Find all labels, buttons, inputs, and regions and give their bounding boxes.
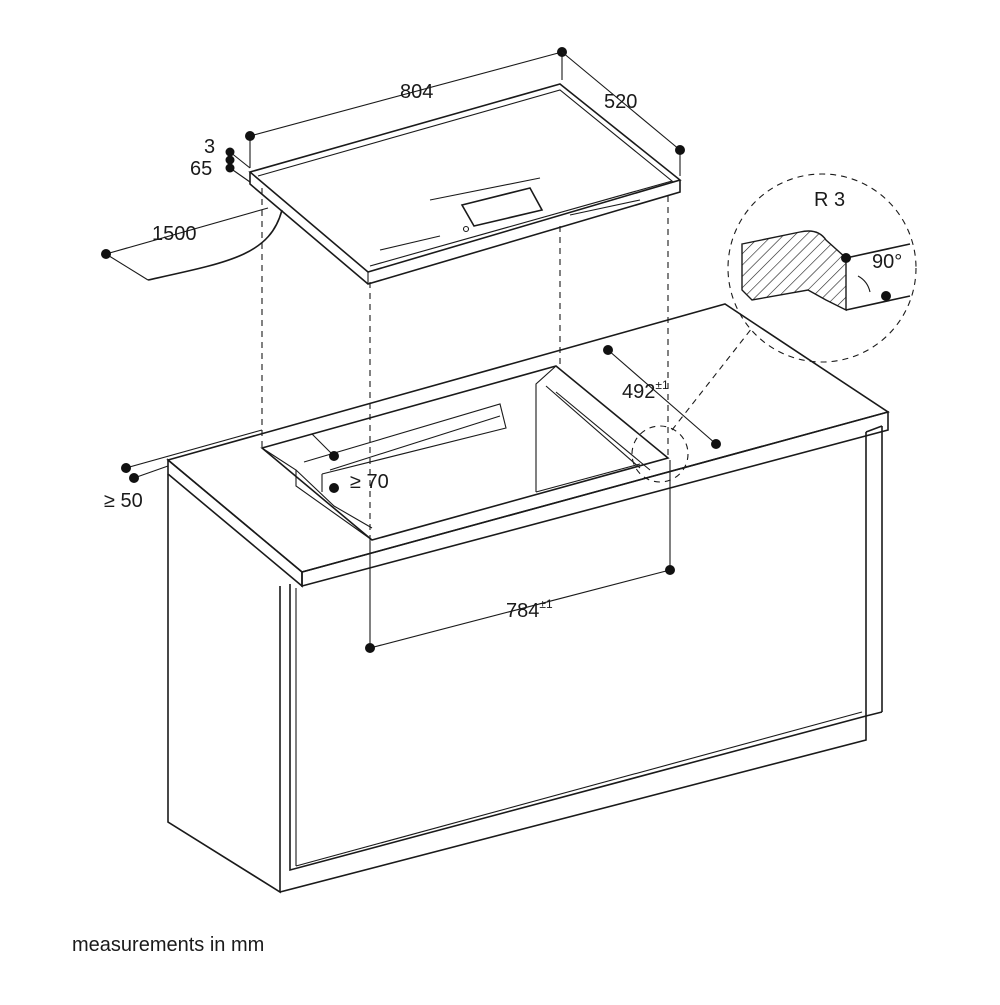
cabinet-front [289, 432, 867, 872]
cutout-width-label: 784±1 [506, 597, 553, 622]
min-side-gap-label: ≥ 70 [350, 471, 389, 493]
edge-detail [631, 173, 917, 483]
units-caption: measurements in mm [72, 934, 265, 956]
countertop-edge-profile [741, 230, 847, 312]
countertop-front [301, 410, 889, 588]
edge-radius-label: R 3 [814, 189, 845, 211]
cabinet [166, 303, 890, 894]
cable-length-label: 1500 [152, 223, 197, 245]
detail-callout-circle [727, 173, 917, 363]
detail-source-circle [631, 425, 689, 483]
projection-lines [261, 188, 669, 540]
power-cable [147, 209, 283, 281]
countertop-cutout [260, 365, 670, 541]
countertop-top [166, 303, 890, 573]
hob-depth-label: 520 [604, 91, 637, 113]
min-front-gap-label: ≥ 50 [104, 490, 143, 512]
countertop-side [167, 458, 303, 588]
control-panel [460, 187, 544, 227]
hob-width-label: 804 [400, 81, 433, 103]
dimension-lines [101, 47, 721, 653]
glass-thickness-label: 3 [204, 136, 215, 158]
dimension-labels: 804 520 3 65 1500 492±1 784±1 ≥ 70 ≥ 50 … [104, 81, 902, 622]
edge-angle-label: 90° [872, 251, 902, 273]
cutout-depth-label: 492±1 [622, 378, 669, 403]
cooktop [147, 83, 682, 285]
cabinet-side [167, 474, 281, 894]
hob-height-label: 65 [190, 158, 212, 180]
